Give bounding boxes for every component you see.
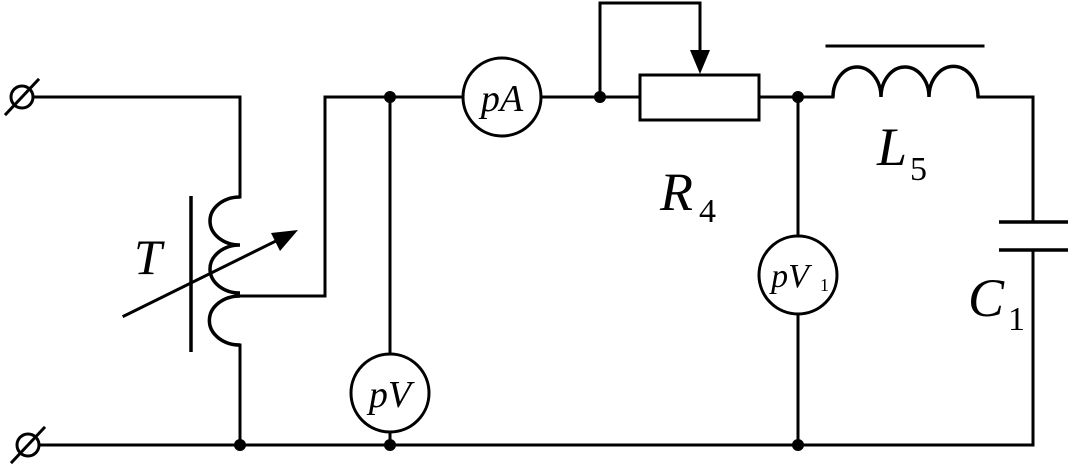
transformer bbox=[121, 195, 298, 352]
voltmeter-load-subscript: 1 bbox=[820, 275, 829, 295]
junction-nodes bbox=[234, 91, 804, 451]
voltmeter-load: pV 1 bbox=[757, 234, 839, 316]
inductor bbox=[825, 44, 985, 98]
capacitor-subscript: 1 bbox=[1008, 301, 1025, 338]
junction-node bbox=[792, 91, 804, 103]
inductor-label: L bbox=[876, 117, 907, 177]
junction-node bbox=[384, 91, 396, 103]
junction-node bbox=[234, 439, 246, 451]
resistor-label-group: R 4 bbox=[659, 162, 716, 230]
capacitor-label-group: C 1 bbox=[968, 268, 1025, 338]
ammeter-label: pA bbox=[478, 78, 524, 120]
resistor bbox=[638, 50, 761, 122]
wires bbox=[31, 1, 1035, 447]
voltmeter-load-label: pV bbox=[769, 258, 813, 295]
resistor-label: R bbox=[659, 162, 693, 222]
resistor-subscript: 4 bbox=[699, 193, 716, 230]
capacitor bbox=[999, 220, 1068, 252]
transformer-label: T bbox=[134, 229, 165, 285]
inductor-subscript: 5 bbox=[910, 151, 927, 188]
inductor-label-group: L 5 bbox=[876, 117, 927, 188]
junction-node bbox=[384, 439, 396, 451]
voltmeter-main-label: pV bbox=[366, 374, 415, 416]
capacitor-label: C bbox=[968, 268, 1005, 328]
junction-node bbox=[792, 439, 804, 451]
junction-node bbox=[594, 91, 606, 103]
voltmeter-main: pV bbox=[349, 352, 431, 434]
adjust-arrow-icon bbox=[271, 230, 298, 251]
wiper-arrow-icon bbox=[690, 50, 710, 74]
ammeter: pA bbox=[461, 56, 543, 138]
